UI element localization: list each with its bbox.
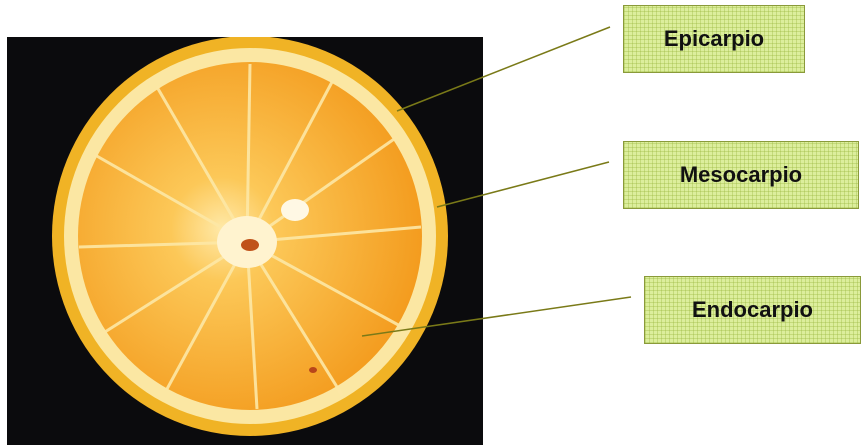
endocarpio-label-text: Endocarpio (692, 297, 813, 323)
orange-core-center (241, 239, 259, 251)
orange-seed (281, 199, 309, 221)
orange-cross-section-photo (7, 37, 483, 445)
orange-illustration (7, 37, 483, 445)
endocarpio-label: Endocarpio (644, 276, 861, 344)
epicarpio-label-text: Epicarpio (664, 26, 764, 52)
epicarpio-label: Epicarpio (623, 5, 805, 73)
mesocarpio-label-text: Mesocarpio (680, 162, 802, 188)
mesocarpio-label: Mesocarpio (623, 141, 859, 209)
orange-pulp-spot (309, 367, 317, 373)
